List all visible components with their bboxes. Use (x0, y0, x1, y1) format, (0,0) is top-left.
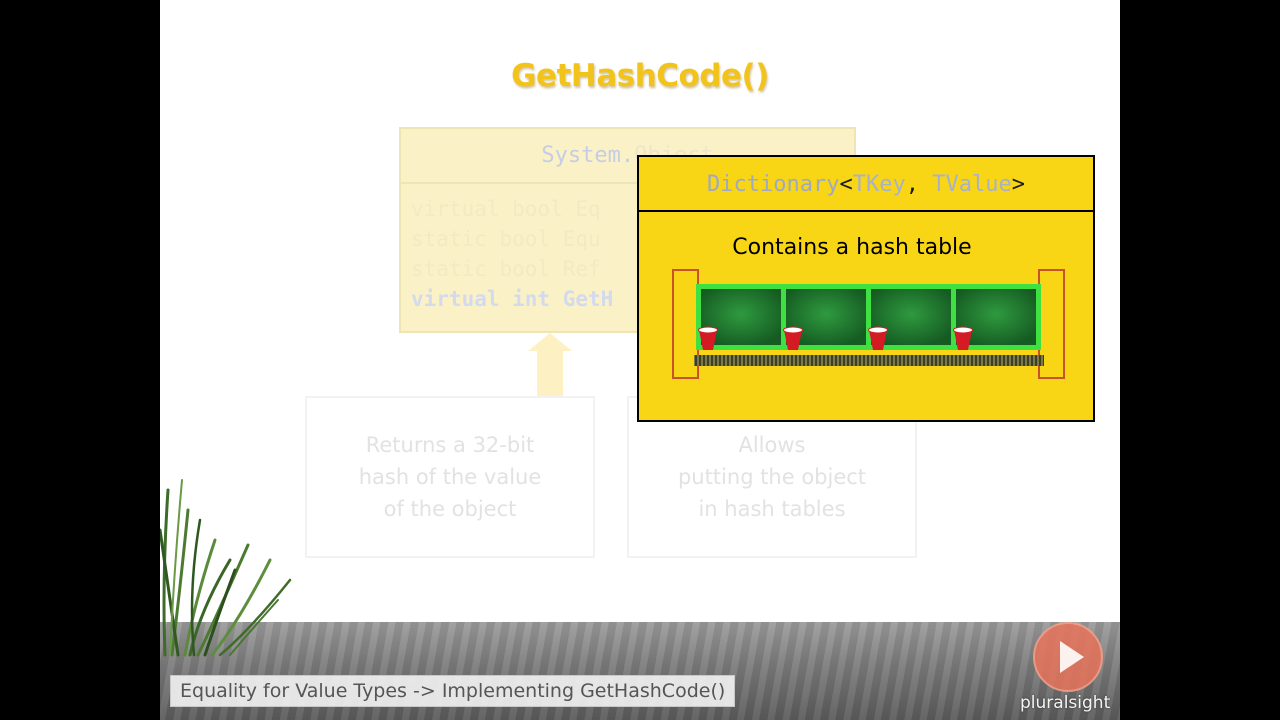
note-line: hash of the value (358, 465, 542, 489)
note-line: Returns a 32-bit (365, 433, 535, 457)
red-cup-icon (868, 326, 888, 350)
open-bracket: < (839, 172, 853, 197)
type-param-value: TValue (932, 172, 1012, 197)
class-name-visible: System. (541, 143, 635, 168)
dictionary-popup: Dictionary<TKey, TValue> Contains a hash… (637, 155, 1095, 422)
breadcrumb: Equality for Value Types -> Implementing… (170, 675, 736, 707)
dictionary-header: Dictionary<TKey, TValue> (639, 157, 1093, 212)
param-separator: , (905, 172, 933, 197)
note-line: in hash tables (698, 497, 846, 521)
red-cup-icon (698, 326, 718, 350)
method-list: virtual bool Eq static bool Equ static b… (401, 184, 854, 314)
hash-table-illustration (672, 269, 1065, 379)
note-returns-hash: Returns a 32-bit hash of the value of th… (305, 396, 595, 558)
red-cup-icon (783, 326, 803, 350)
method-item: static bool Equ (411, 227, 601, 251)
brand-wordmark: pluralsight (1020, 693, 1111, 713)
dictionary-caption: Contains a hash table (732, 235, 972, 260)
method-item: virtual bool Eq (411, 197, 601, 221)
note-line: of the object (383, 497, 517, 521)
red-cup-icon (953, 326, 973, 350)
note-hash-tables: Allows putting the object in hash tables (627, 396, 917, 558)
hash-table-tray (694, 355, 1044, 366)
note-line: Allows (738, 433, 806, 457)
close-bracket: > (1011, 172, 1025, 197)
grass-decoration (160, 479, 292, 657)
inheritance-arrow-stem (537, 345, 563, 397)
slide: GetHashCode() System.Object virtual bool… (160, 0, 1120, 720)
method-item-gethashcode: virtual int GetH (411, 287, 614, 311)
note-line: putting the object (677, 465, 867, 489)
type-param-key: TKey (852, 172, 906, 197)
play-icon[interactable] (1032, 621, 1104, 693)
method-item: static bool Ref (411, 257, 601, 281)
dictionary-class-name: Dictionary (707, 172, 840, 197)
slide-title: GetHashCode() (511, 58, 769, 94)
